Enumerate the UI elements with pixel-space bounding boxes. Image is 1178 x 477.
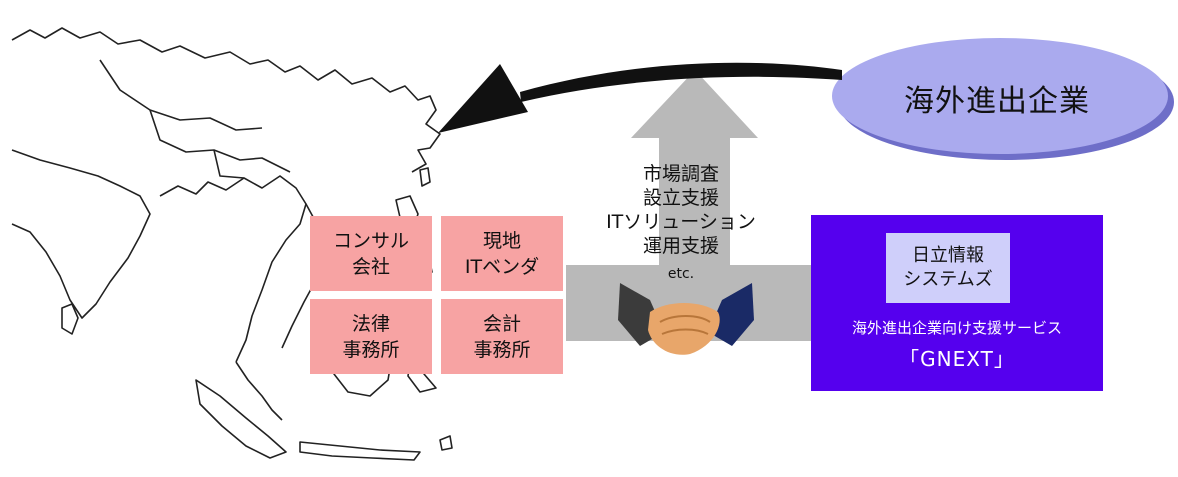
service-item-operation: 運用支援 <box>642 235 719 257</box>
partner-it-vendor-line1: 現地 <box>482 229 521 252</box>
partner-it-vendor-line2: ITベンダ <box>464 255 540 278</box>
partner-consulting: コンサル 会社 <box>310 216 432 291</box>
oval-shape <box>832 38 1168 154</box>
overseas-company-label: 海外進出企業 <box>904 84 1090 119</box>
partner-law-office-line1: 法律 <box>351 312 390 335</box>
map-taiwan <box>419 167 431 187</box>
service-item-it-solution: ITソリューション <box>606 211 756 233</box>
partner-law-office-line2: 事務所 <box>342 338 400 361</box>
map-java <box>299 441 421 461</box>
partner-accounting-line2: 事務所 <box>473 338 531 361</box>
map-sri-lanka <box>61 303 79 335</box>
hitachi-company-box: 日立情報 システムズ <box>886 233 1010 303</box>
map-indochina <box>159 175 307 363</box>
service-item-establishment: 設立支援 <box>642 187 719 209</box>
partner-accounting-office: 会計 事務所 <box>441 299 563 374</box>
map-sumatra <box>195 379 287 459</box>
map-border-1 <box>99 59 263 131</box>
partner-law-office: 法律 事務所 <box>310 299 432 374</box>
hitachi-line2: システムズ <box>903 269 993 290</box>
service-item-etc: etc. <box>667 266 695 282</box>
service-item-market-research: 市場調査 <box>642 163 719 185</box>
map-malay <box>235 361 283 421</box>
curved-arrow-head <box>438 64 528 133</box>
partner-accounting-line1: 会計 <box>482 312 521 335</box>
partner-it-vendor: 現地 ITベンダ <box>441 216 563 291</box>
upward-arrow <box>631 70 758 275</box>
partner-consulting-line2: 会社 <box>351 255 390 278</box>
partner-consulting-line1: コンサル <box>332 229 409 252</box>
service-description: 海外進出企業向け支援サービス <box>851 319 1062 337</box>
service-name: 「GNEXT」 <box>899 347 1015 371</box>
map-island-small <box>439 435 453 451</box>
hitachi-line1: 日立情報 <box>912 245 984 266</box>
curved-arrow <box>520 62 842 102</box>
handshake-icon <box>618 283 754 355</box>
map-border-3 <box>213 149 245 179</box>
map-india <box>11 149 151 319</box>
map-coastline-north <box>11 27 441 173</box>
